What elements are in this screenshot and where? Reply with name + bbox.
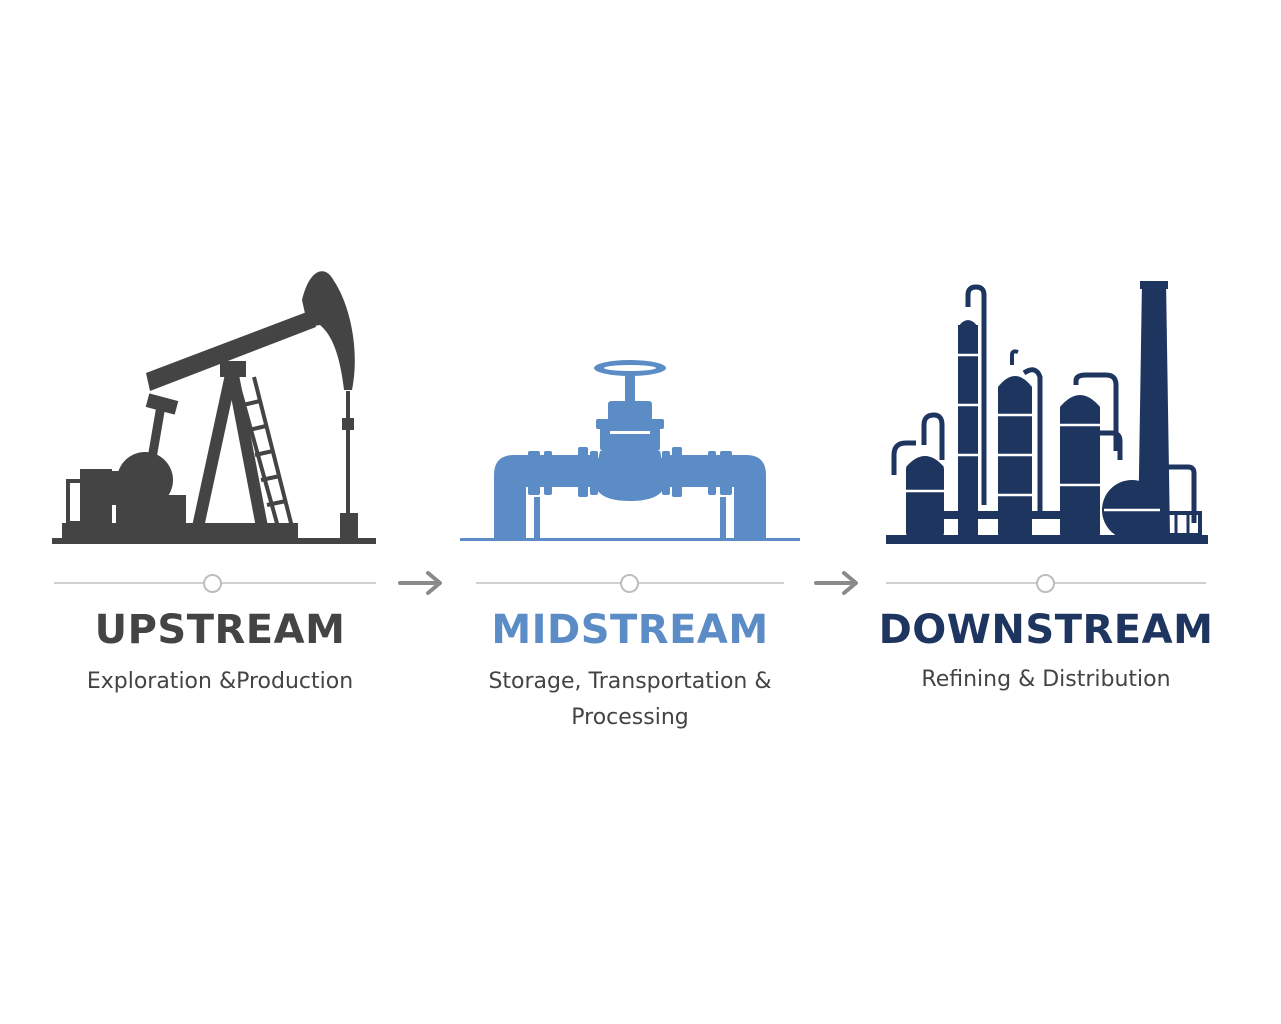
stage-downstream: DOWNSTREAM Refining & Distribution [876,0,1216,1024]
timeline-marker [1036,574,1055,593]
stage-subtitle: Refining & Distribution [921,667,1171,692]
stage-timeline [50,574,390,593]
arrow-right-icon [814,570,864,596]
timeline-marker [620,574,639,593]
refinery-icon [876,255,1216,555]
stage-subtitle: Storage, Transportation & Processing [488,669,772,730]
stage-timeline [876,574,1216,593]
arrow-right-icon [398,570,448,596]
stage-title: DOWNSTREAM [878,607,1214,653]
stage-upstream: UPSTREAM Exploration &Production [50,0,390,1024]
stage-title: MIDSTREAM [491,607,769,653]
pumpjack-icon [50,255,390,555]
stage-title: UPSTREAM [94,607,346,653]
stage-subtitle: Exploration &Production [86,669,354,694]
stage-midstream: MIDSTREAM Storage, Transportation & Proc… [460,0,800,1024]
pipeline-valve-icon [460,255,800,555]
stage-timeline [460,574,800,593]
timeline-marker [203,574,222,593]
